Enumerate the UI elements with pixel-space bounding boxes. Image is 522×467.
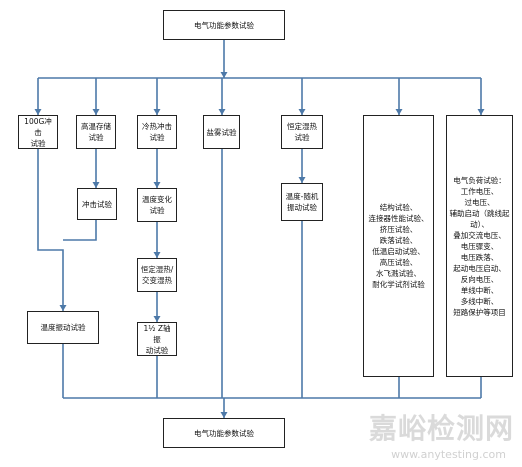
arrow-head-9 bbox=[153, 109, 161, 115]
arrow-head-5 bbox=[34, 109, 42, 115]
connector-line-29 bbox=[63, 220, 97, 241]
arrow-head-27 bbox=[298, 177, 306, 183]
arrow-head-11 bbox=[218, 109, 226, 115]
node-1hz-vibration: 1½ Z轴振 动试验 bbox=[137, 322, 177, 356]
arrow-head-21 bbox=[153, 182, 161, 188]
node-top-electrical-function: 电气功能参数试验 bbox=[163, 10, 285, 40]
arrow-head-17 bbox=[477, 109, 485, 115]
node-steady-humid: 恒定湿热/ 交变湿热 bbox=[137, 258, 177, 292]
connector-line-28 bbox=[37, 149, 64, 311]
node-100g-shock: 100G冲击 试验 bbox=[18, 115, 58, 149]
node-salt-spray: 盐雾试验 bbox=[203, 115, 240, 149]
arrow-head-13 bbox=[298, 109, 306, 115]
arrow-head-25 bbox=[153, 316, 161, 322]
arrow-head-30 bbox=[59, 305, 67, 311]
arrow-head-2 bbox=[220, 72, 228, 78]
arrow-head-39 bbox=[220, 412, 228, 418]
arrow-head-19 bbox=[92, 182, 100, 188]
watermark-url: www.anytesting.com bbox=[391, 448, 506, 461]
node-structural-tests: 结构试验、 连接器性能试验、 挤压试验、 跌落试验、 低温启动试验、 高压试验、… bbox=[363, 115, 434, 377]
node-impact: 冲击试验 bbox=[77, 188, 117, 220]
watermark-logo: 嘉峪检测网 bbox=[368, 412, 514, 445]
node-electrical-load-tests: 电气负荷试验： 工作电压、 过电压、 辅助启动（跳线起 动）、 叠加交流电压、 … bbox=[446, 115, 513, 377]
node-temp-random-vibration: 温度-随机 振动试验 bbox=[281, 183, 323, 221]
node-bottom-electrical-function: 电气功能参数试验 bbox=[163, 418, 285, 448]
node-high-temp-storage: 高温存储 试验 bbox=[76, 115, 116, 149]
node-temp-vibration: 温度振动试验 bbox=[27, 311, 99, 344]
arrow-head-15 bbox=[395, 109, 403, 115]
node-thermal-shock: 冷热冲击 试验 bbox=[137, 115, 177, 149]
node-steady-damp: 恒定湿热 试验 bbox=[281, 115, 323, 149]
arrow-head-23 bbox=[153, 252, 161, 258]
node-temp-change: 温度变化 试验 bbox=[137, 188, 177, 222]
arrow-head-7 bbox=[92, 109, 100, 115]
